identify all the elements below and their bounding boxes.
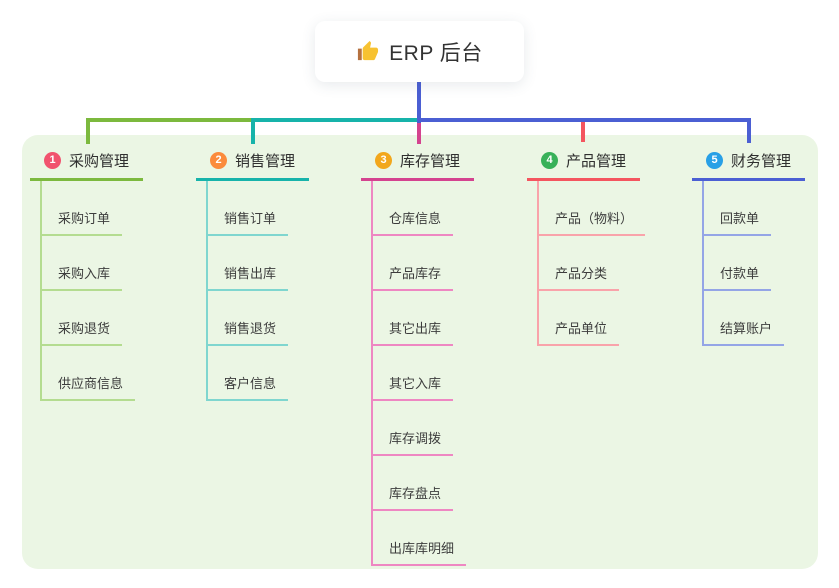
connector-bus-branch2 bbox=[251, 118, 421, 122]
branch-title-label: 产品管理 bbox=[566, 153, 627, 170]
child-node[interactable]: 产品单位 bbox=[537, 318, 620, 346]
child-node[interactable]: 其它出库 bbox=[371, 318, 454, 346]
connector-bus-branch5 bbox=[417, 118, 751, 122]
branch-trunk-line bbox=[371, 181, 373, 566]
thumbs-up-icon bbox=[356, 40, 379, 63]
child-node[interactable]: 销售出库 bbox=[206, 263, 289, 291]
child-node[interactable]: 供应商信息 bbox=[40, 373, 136, 401]
branch-number-badge: 4 bbox=[541, 152, 558, 169]
child-node[interactable]: 客户信息 bbox=[206, 373, 289, 401]
branch-title-label: 库存管理 bbox=[400, 153, 461, 170]
connector-drop-branch2 bbox=[251, 118, 255, 144]
child-node[interactable]: 回款单 bbox=[702, 208, 772, 236]
branch-trunk-line bbox=[702, 181, 704, 346]
branch-trunk-line bbox=[537, 181, 539, 346]
branch-title-label: 销售管理 bbox=[235, 153, 296, 170]
connector-drop-branch5 bbox=[747, 118, 751, 143]
root-label: ERP 后台 bbox=[389, 41, 483, 65]
connector-drop-branch3 bbox=[417, 120, 421, 144]
root-node[interactable]: ERP 后台 bbox=[315, 21, 524, 82]
branch-inventory: 3 库存管理 仓库信息 产品库存 其它出库 其它入库 库存调拨 库存盘点 出库库… bbox=[361, 150, 511, 566]
child-node[interactable]: 采购退货 bbox=[40, 318, 123, 346]
child-node[interactable]: 库存盘点 bbox=[371, 483, 454, 511]
child-node[interactable]: 采购入库 bbox=[40, 263, 123, 291]
branch-number-badge: 1 bbox=[44, 152, 61, 169]
branch-number-badge: 5 bbox=[706, 152, 723, 169]
branch-sales: 2 销售管理 销售订单 销售出库 销售退货 客户信息 bbox=[196, 150, 346, 401]
child-node[interactable]: 结算账户 bbox=[702, 318, 785, 346]
branch-purchase: 1 采购管理 采购订单 采购入库 采购退货 供应商信息 bbox=[30, 150, 180, 401]
child-node[interactable]: 采购订单 bbox=[40, 208, 123, 236]
branch-title-label: 采购管理 bbox=[69, 153, 130, 170]
branch-trunk-line bbox=[206, 181, 208, 401]
branch-finance: 5 财务管理 回款单 付款单 结算账户 bbox=[692, 150, 839, 346]
branch-inventory-title[interactable]: 3 库存管理 bbox=[361, 150, 474, 181]
child-node[interactable]: 产品（物料） bbox=[537, 208, 646, 236]
branch-title-label: 财务管理 bbox=[731, 153, 792, 170]
child-node[interactable]: 其它入库 bbox=[371, 373, 454, 401]
branch-finance-title[interactable]: 5 财务管理 bbox=[692, 150, 805, 181]
connector-root-drop bbox=[417, 82, 421, 123]
branch-sales-title[interactable]: 2 销售管理 bbox=[196, 150, 309, 181]
branch-trunk-line bbox=[40, 181, 42, 401]
child-node[interactable]: 仓库信息 bbox=[371, 208, 454, 236]
branch-purchase-title[interactable]: 1 采购管理 bbox=[30, 150, 143, 181]
branch-number-badge: 3 bbox=[375, 152, 392, 169]
child-node[interactable]: 出库库明细 bbox=[371, 538, 467, 566]
child-node[interactable]: 产品库存 bbox=[371, 263, 454, 291]
connector-drop-branch1 bbox=[86, 118, 90, 144]
child-node[interactable]: 库存调拨 bbox=[371, 428, 454, 456]
child-node[interactable]: 销售订单 bbox=[206, 208, 289, 236]
child-node[interactable]: 付款单 bbox=[702, 263, 772, 291]
branch-number-badge: 2 bbox=[210, 152, 227, 169]
branches-panel bbox=[22, 135, 818, 569]
branch-product-title[interactable]: 4 产品管理 bbox=[527, 150, 640, 181]
child-node[interactable]: 销售退货 bbox=[206, 318, 289, 346]
branch-product: 4 产品管理 产品（物料） 产品分类 产品单位 bbox=[527, 150, 677, 346]
connector-bus-branch1 bbox=[86, 118, 255, 122]
connector-drop-branch4 bbox=[581, 122, 585, 142]
child-node[interactable]: 产品分类 bbox=[537, 263, 620, 291]
